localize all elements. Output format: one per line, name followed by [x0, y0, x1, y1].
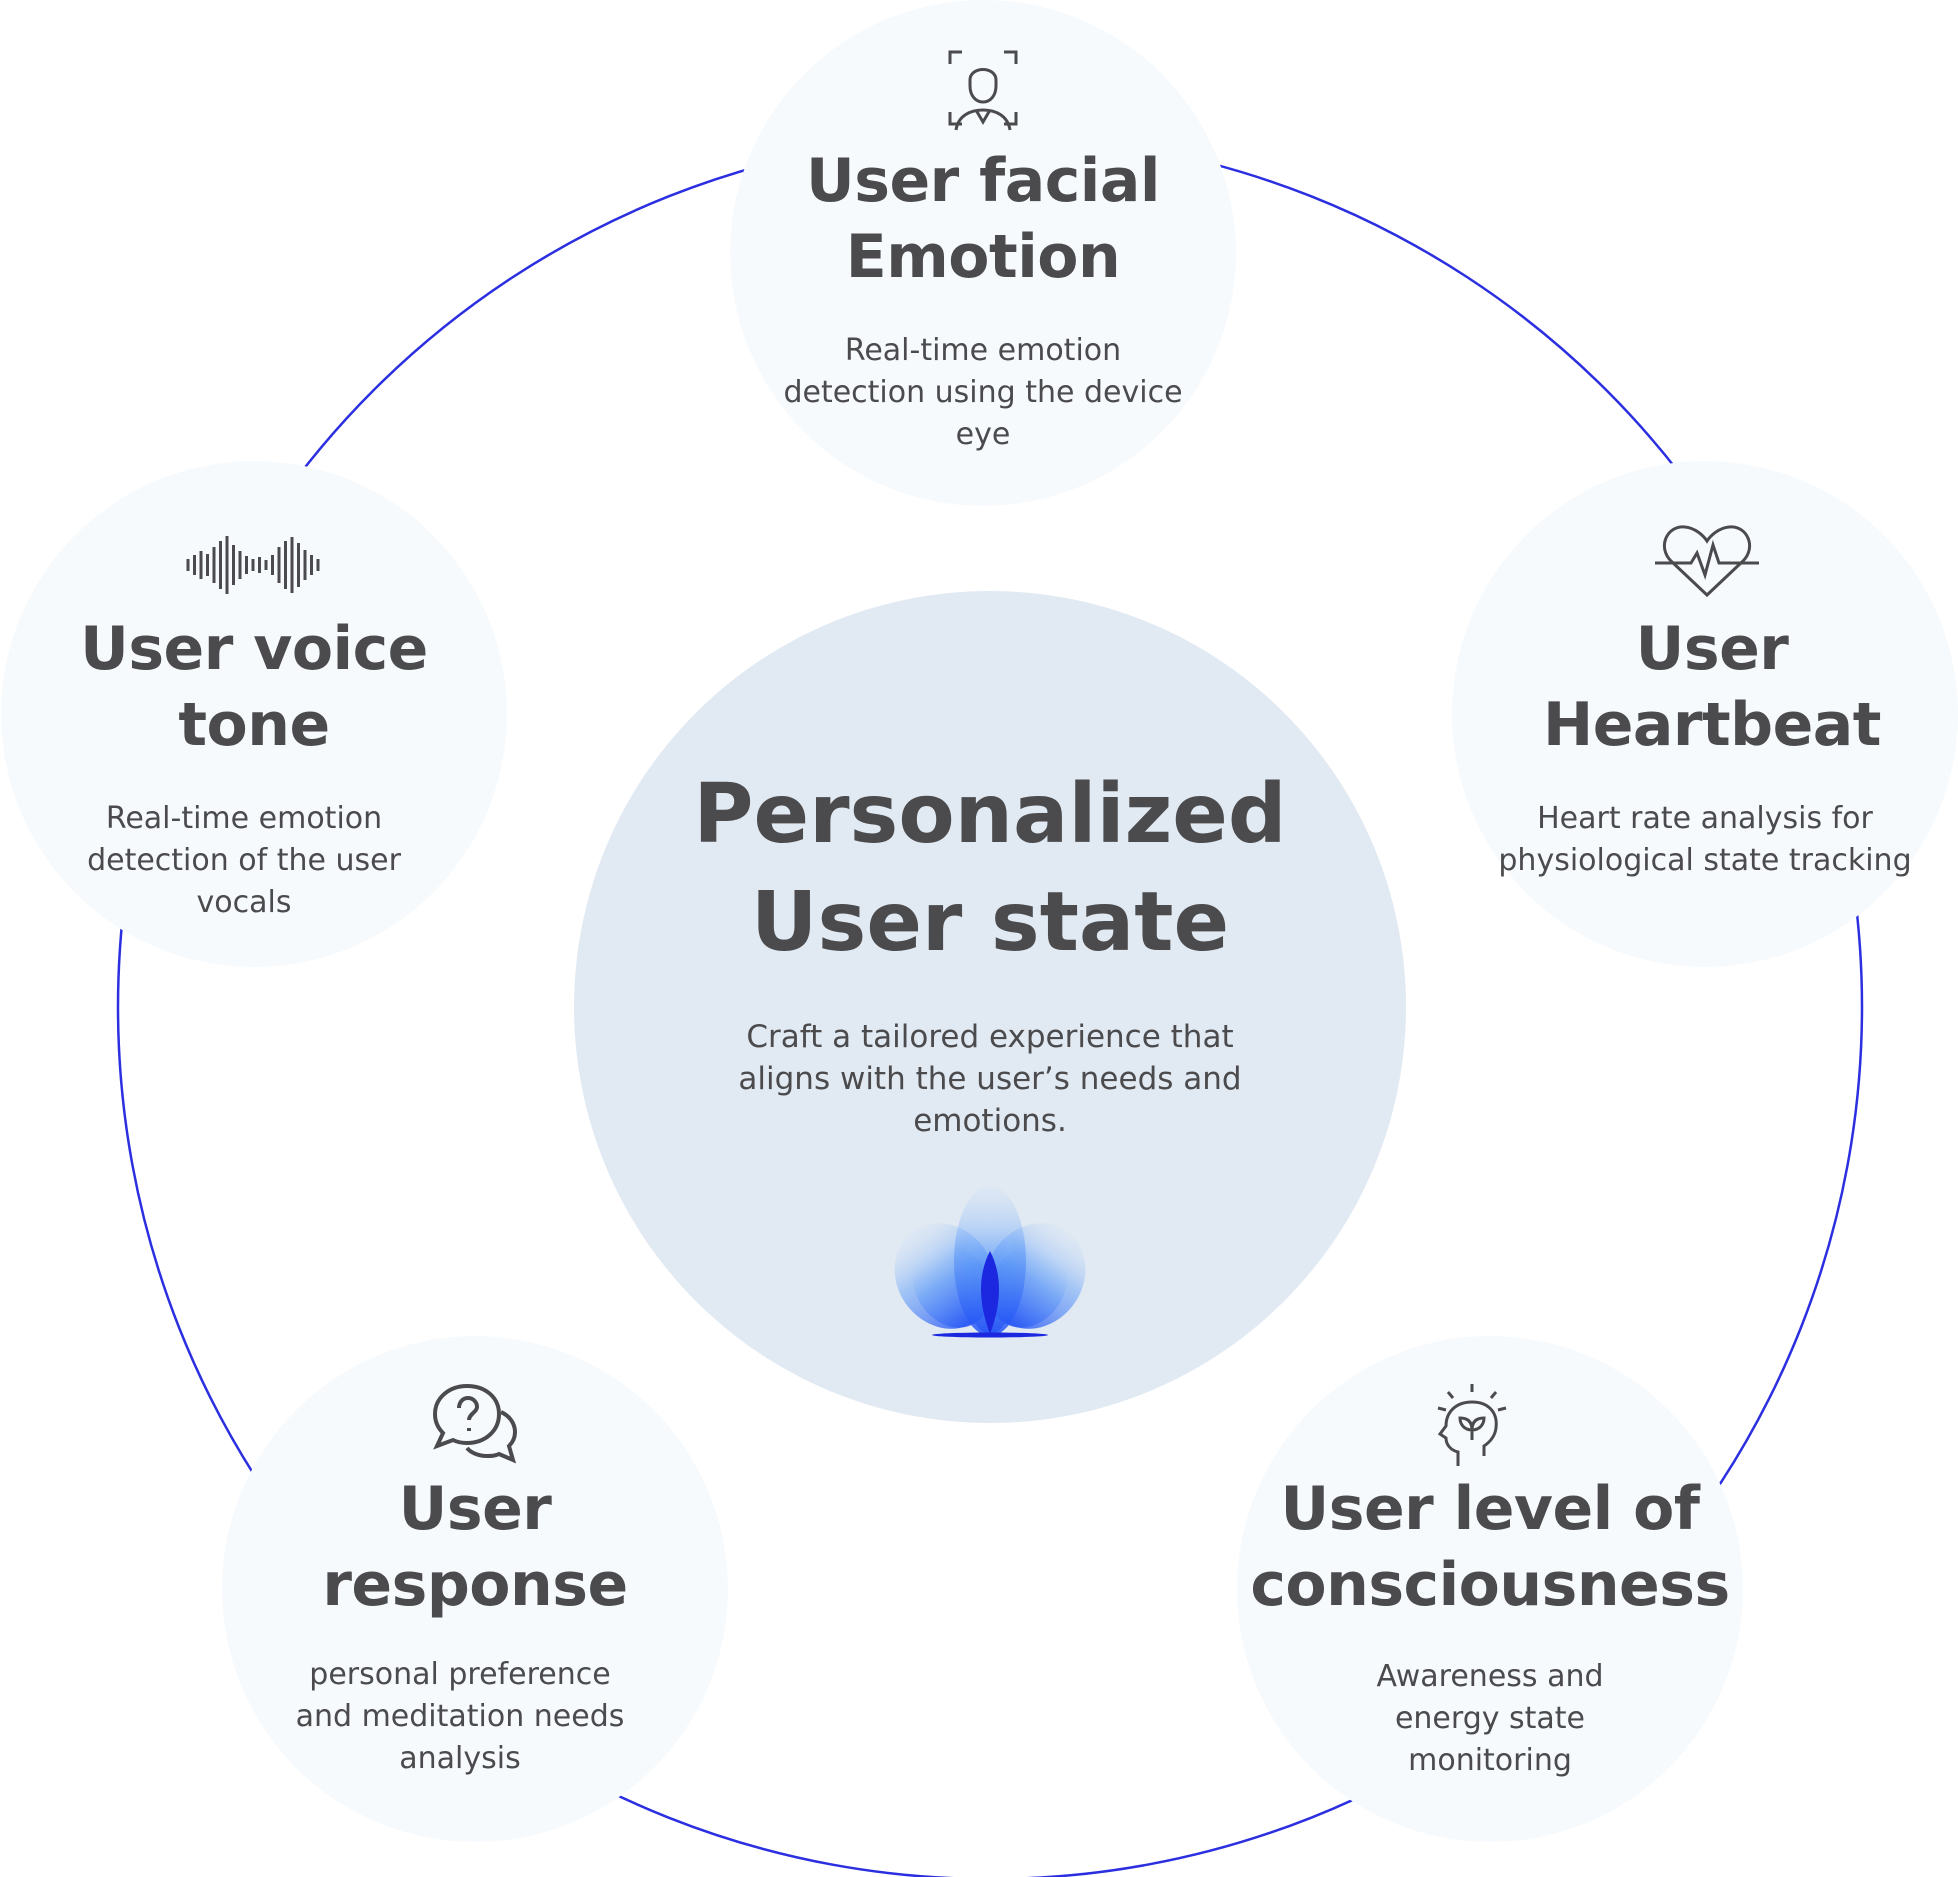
question-chat-icon [432, 1383, 518, 1464]
center-description: Craft a tailored experience that aligns … [738, 1019, 1242, 1139]
heartbeat-icon [1655, 525, 1759, 598]
node-description: Real-time emotion detection using the de… [783, 333, 1183, 452]
node-description: Heart rate analysis for physiological st… [1498, 801, 1912, 878]
brain-idea-icon [1437, 1384, 1507, 1466]
sound-wave-icon [186, 536, 320, 594]
node-description: Awareness and energy state monitoring [1376, 1659, 1604, 1778]
lotus-icon [894, 1186, 1086, 1338]
node-description: Real-time emotion detection of the user … [87, 801, 401, 920]
face-scan-icon [948, 50, 1018, 131]
node-description: personal preference and meditation needs… [295, 1657, 625, 1776]
